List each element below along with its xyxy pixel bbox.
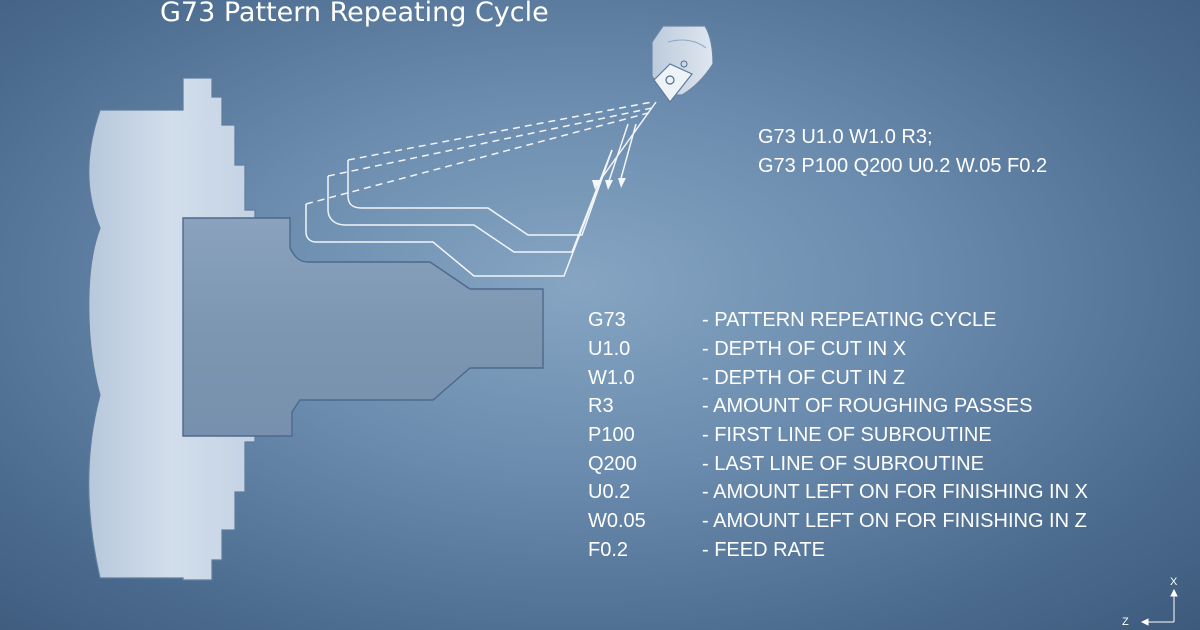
insert-screw-icon: [665, 75, 675, 85]
legend-code: Q200: [588, 453, 637, 475]
legend-description: - DEPTH OF CUT IN Z: [702, 367, 905, 389]
toolpath-approach-3: [595, 101, 657, 187]
legend-description: - AMOUNT OF ROUGHING PASSES: [702, 395, 1033, 417]
axis-indicator: [1140, 588, 1178, 626]
legend-code: R3: [588, 395, 614, 417]
legend-code: W1.0: [588, 367, 635, 389]
tool-holder-arc: [667, 39, 707, 49]
holder-screw-icon: [680, 60, 688, 68]
legend-description: - DEPTH OF CUT IN X: [702, 338, 907, 360]
legend-description: - AMOUNT LEFT ON FOR FINISHING IN X: [702, 481, 1088, 503]
legend-description: - AMOUNT LEFT ON FOR FINISHING IN Z: [702, 510, 1087, 532]
legend-description: - LAST LINE OF SUBROUTINE: [702, 453, 984, 475]
x-axis-label: X: [1170, 576, 1178, 588]
z-axis-label: Z: [1122, 616, 1129, 628]
toolpath-pass-3-feed: [305, 149, 613, 277]
program-line-2: G73 P100 Q200 U0.2 W.05 F0.2: [758, 155, 1048, 177]
arrow-icon: [592, 180, 600, 190]
direction-arrows: [592, 178, 626, 190]
toolpaths: [305, 101, 657, 277]
arrow-icon: [605, 180, 613, 190]
toolpath-pass-2-rapid: [327, 107, 653, 177]
toolpath-pass-1-feed: [347, 149, 613, 236]
legend-description: - PATTERN REPEATING CYCLE: [702, 309, 997, 331]
legend-code: W0.05: [588, 510, 646, 532]
legend-code: U1.0: [588, 338, 631, 360]
toolpath-pass-2-feed: [327, 149, 613, 253]
program-line-1: G73 U1.0 W1.0 R3;: [758, 126, 933, 148]
legend-description: - FIRST LINE OF SUBROUTINE: [702, 424, 992, 446]
toolpath-pass-1-rapid: [347, 101, 653, 161]
legend-code: G73: [588, 309, 626, 331]
diagram-title: G73 Pattern Repeating Cycle: [160, 0, 549, 28]
arrow-icon: [618, 178, 626, 188]
legend-description: - FEED RATE: [702, 539, 825, 561]
legend-code: U0.2: [588, 481, 631, 503]
toolpath-pass-3-rapid: [305, 111, 653, 205]
legend-code: F0.2: [588, 539, 629, 561]
legend-code: P100: [588, 424, 635, 446]
workpiece: [182, 217, 544, 437]
